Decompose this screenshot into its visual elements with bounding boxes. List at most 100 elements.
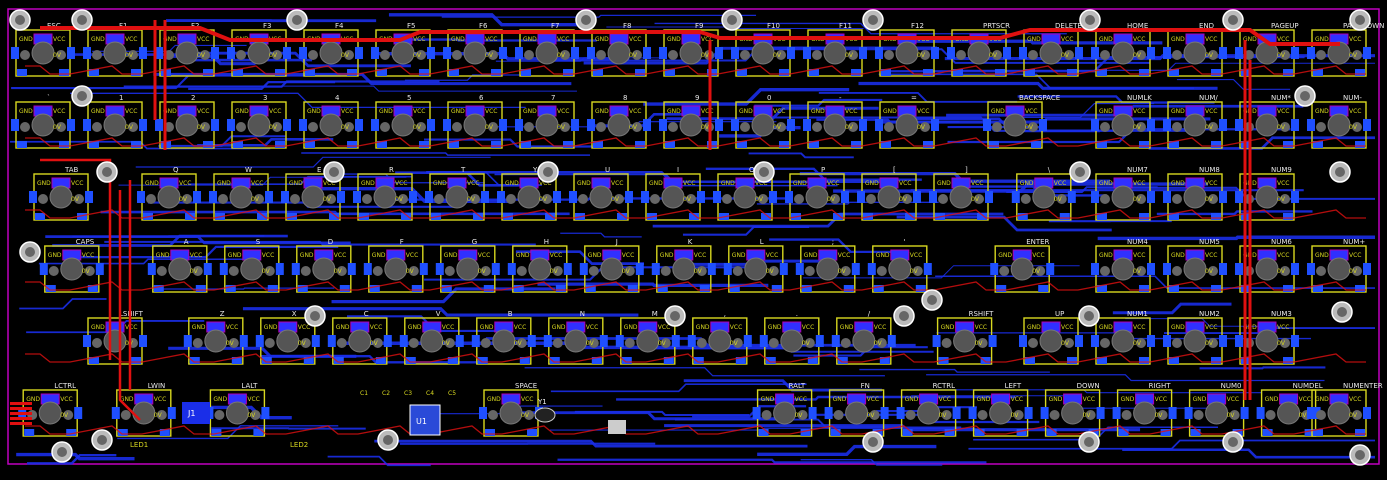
switch-pad xyxy=(1019,335,1027,347)
switch-pad xyxy=(1241,407,1249,419)
bottom-copper-trace xyxy=(301,153,590,155)
switch-pad xyxy=(35,213,45,220)
switch-pad xyxy=(211,119,219,131)
switch-pad xyxy=(1291,335,1299,347)
switch-pad xyxy=(312,335,320,347)
switch-pad xyxy=(779,69,789,76)
pin-hole xyxy=(956,50,966,60)
pin-hole xyxy=(794,194,804,204)
pad-label: 0V xyxy=(251,196,260,203)
switch-pad xyxy=(1307,119,1315,131)
switch-pad xyxy=(1041,407,1049,419)
pad-label: VCC xyxy=(226,324,238,331)
pad-label: GND xyxy=(937,180,951,187)
switch-pad xyxy=(1219,335,1227,347)
switch-pad xyxy=(112,407,120,419)
key-label: H xyxy=(544,238,549,246)
stem-hole xyxy=(601,258,623,280)
switch-pad xyxy=(780,263,788,275)
switch-pad xyxy=(425,191,433,203)
switch-pad xyxy=(628,285,638,292)
pad-label: GND xyxy=(1193,396,1207,403)
switch-pad xyxy=(779,141,789,148)
crystal-label: Y1 xyxy=(537,398,547,406)
key-label: PAGEUP xyxy=(1271,22,1299,30)
pad-label: VCC xyxy=(795,396,807,403)
pad-label: 0V xyxy=(1054,196,1063,203)
bottom-copper-trace xyxy=(558,460,987,463)
pin-hole xyxy=(290,194,300,204)
switch-pad xyxy=(744,335,752,347)
stem-hole xyxy=(176,114,198,136)
mcu-label: U1 xyxy=(416,417,427,426)
pad-label: GND xyxy=(876,252,890,259)
stem-hole xyxy=(518,186,540,208)
stem-hole xyxy=(1040,42,1062,64)
pad-label: GND xyxy=(1265,396,1279,403)
switch-pad xyxy=(400,335,408,347)
pin-hole xyxy=(92,50,102,60)
switch-pad xyxy=(1067,69,1077,76)
pad-label: 0V xyxy=(247,412,256,419)
switch-pad xyxy=(1235,119,1243,131)
reset-button[interactable] xyxy=(608,420,626,434)
key-label: K xyxy=(688,238,693,246)
pad-label: GND xyxy=(588,252,602,259)
switch-pad xyxy=(713,191,721,203)
pad-label: 0V xyxy=(795,412,804,419)
pad-label: VCC xyxy=(71,180,83,187)
switch-pad xyxy=(227,47,235,59)
switch-pad xyxy=(492,263,500,275)
stem-hole xyxy=(313,258,335,280)
key-label: SPACE xyxy=(515,382,537,390)
key-label: NUMLK xyxy=(1127,94,1152,102)
bottom-copper-trace xyxy=(968,441,1375,449)
pin-hole xyxy=(193,338,203,348)
switch-pad xyxy=(600,335,608,347)
key-switch[interactable]: GNDVCC0VPAGEDOWN xyxy=(1307,22,1384,76)
stem-hole xyxy=(1112,42,1134,64)
switch-pad xyxy=(832,335,840,347)
switch-pad xyxy=(989,335,997,347)
pad-label: VCC xyxy=(370,324,382,331)
switch-pad xyxy=(1091,47,1099,59)
pin-hole xyxy=(1028,338,1038,348)
stem-hole xyxy=(446,186,468,208)
mounting-hole-center xyxy=(1335,167,1345,177)
mounting-hole-center xyxy=(1337,307,1347,317)
switch-pad xyxy=(990,263,998,275)
pad-label: GND xyxy=(26,396,40,403)
switch-pad xyxy=(916,285,926,292)
pad-label: 0V xyxy=(60,412,69,419)
pad-label: 0V xyxy=(683,196,692,203)
pin-hole xyxy=(841,338,851,348)
stem-hole xyxy=(1112,330,1134,352)
switch-pad xyxy=(1211,213,1221,220)
switch-pad xyxy=(803,47,811,59)
key-label: NUM0 xyxy=(1221,382,1242,390)
